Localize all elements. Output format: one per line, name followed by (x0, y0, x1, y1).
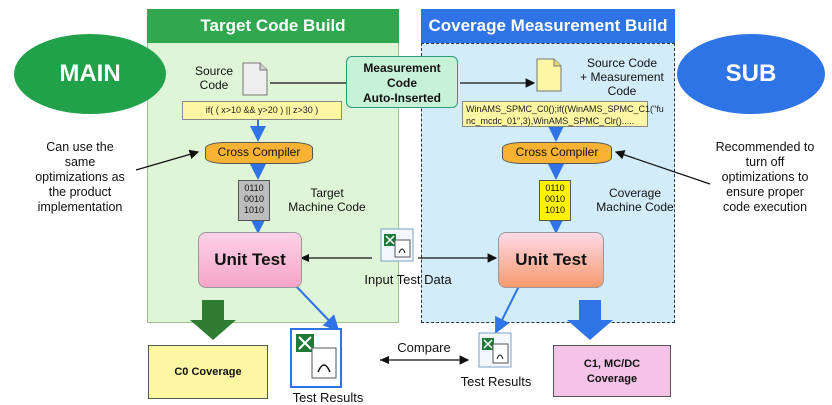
right-machine-label: Coverage Machine Code (590, 186, 680, 214)
right-note-line: turn off (745, 155, 785, 169)
measurement-line1: Measurement (363, 61, 441, 75)
right-source-label-line2: + Measurement (580, 70, 664, 84)
arrow-right-test-to-result (495, 283, 521, 334)
c1-mcdc-line1: C1, MC/DC (583, 358, 641, 370)
right-note: Recommended to turn off optimizations to… (700, 140, 830, 215)
left-note-line: same (64, 155, 96, 169)
right-source-label-line3: Code (607, 84, 637, 98)
big-arrow-right (567, 300, 613, 340)
left-code-snippet: if( ( x>10 && y>20 ) || z>30 ) (182, 101, 342, 120)
right-binary-row: 0010 (544, 194, 566, 204)
input-test-data-label: Input Test Data (364, 272, 452, 287)
left-test-results-label: Test Results (292, 390, 364, 405)
c0-coverage-box: C0 Coverage (148, 345, 268, 399)
left-machine-code-binary: 0110 0010 1010 (238, 180, 270, 221)
right-binary-row: 1010 (544, 205, 566, 215)
measurement-line3: Auto-Inserted (363, 91, 441, 105)
left-note-line: optimizations as (35, 170, 125, 184)
left-machine-label-line2: Machine Code (288, 200, 366, 214)
right-note-line: optimizations to (721, 170, 809, 184)
c1-mcdc-line2: Coverage (586, 373, 638, 385)
right-machine-code-binary: 0110 0010 1010 (539, 180, 571, 221)
left-machine-label-line1: Target (310, 186, 344, 200)
left-binary-row: 1010 (243, 205, 265, 215)
left-binary-row: 0110 (244, 183, 264, 193)
left-source-file-icon (242, 62, 268, 96)
right-machine-label-line1: Coverage (608, 186, 662, 200)
left-source-label: Source Code (186, 64, 242, 92)
left-binary-row: 0010 (243, 194, 265, 204)
arrow-left-note (135, 149, 200, 171)
left-note-line: Can use the (46, 140, 114, 154)
left-cross-compiler: Cross Compiler (205, 142, 313, 164)
measurement-code-box: Measurement Code Auto-Inserted (346, 56, 458, 108)
right-machine-label-line2: Machine Code (596, 200, 674, 214)
coverage-build-header: Coverage Measurement Build (421, 9, 675, 43)
right-cross-compiler: Cross Compiler (502, 142, 612, 164)
right-binary-row: 0110 (545, 183, 565, 193)
left-test-results-icon (290, 328, 342, 388)
right-source-label-line1: Source Code (586, 56, 658, 70)
right-source-label: Source Code + Measurement Code (566, 56, 678, 98)
left-note-line: implementation (37, 200, 123, 214)
arrow-right-note (614, 150, 711, 185)
right-note-line: code execution (722, 200, 808, 214)
left-source-label-line2: Code (199, 78, 229, 92)
sub-oval: SUB (677, 34, 825, 114)
c1-mcdc-coverage-box: C1, MC/DC Coverage (553, 345, 671, 397)
measurement-line2: Code (387, 76, 417, 90)
left-source-label-line1: Source (194, 64, 234, 78)
right-code-snippet: WinAMS_SPMC_C0();if((WinAMS_SPMC_C1("fu … (462, 101, 664, 127)
input-test-data-icon (380, 228, 414, 262)
left-machine-label: Target Machine Code (272, 186, 382, 214)
right-source-file-icon (536, 58, 562, 92)
left-note-line: the product (48, 185, 112, 199)
right-test-results-icon (478, 332, 512, 368)
target-build-header: Target Code Build (147, 9, 399, 43)
right-code-line2: nc_mcdc_01",3),WinAMS_SPMC_Clr()..... (466, 116, 635, 126)
right-code-line1: WinAMS_SPMC_C0();if((WinAMS_SPMC_C1("fu (466, 104, 664, 114)
right-test-results-label: Test Results (460, 374, 532, 389)
big-arrow-left (190, 300, 236, 340)
main-oval: MAIN (14, 34, 166, 114)
right-note-line: ensure proper (726, 185, 804, 199)
left-note: Can use the same optimizations as the pr… (20, 140, 140, 215)
right-note-line: Recommended to (715, 140, 815, 154)
left-unit-test: Unit Test (198, 232, 302, 288)
arrow-left-test-to-result (293, 283, 340, 332)
compare-label: Compare (397, 340, 451, 355)
right-unit-test: Unit Test (498, 232, 604, 288)
